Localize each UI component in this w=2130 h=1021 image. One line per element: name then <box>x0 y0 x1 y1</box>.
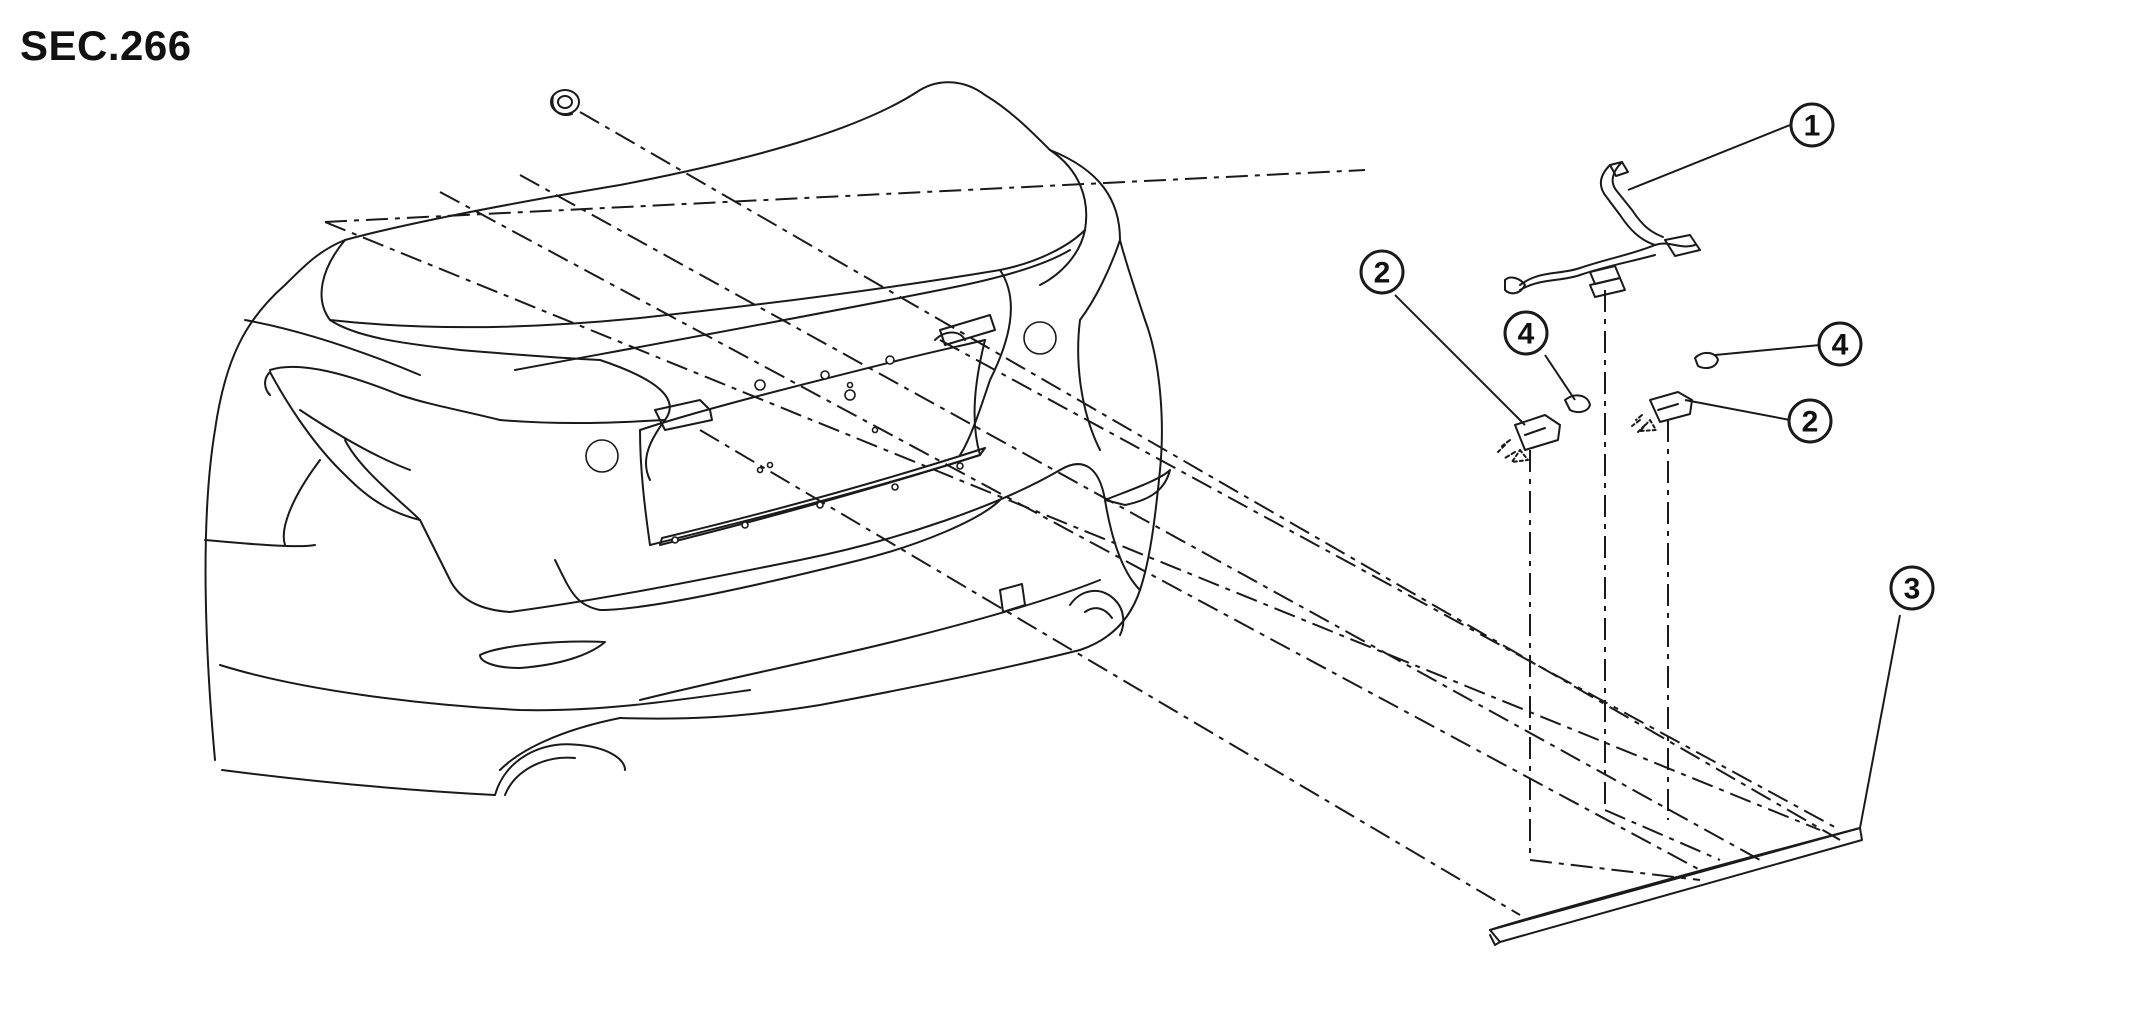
callout-2-right: 2 <box>1787 398 1833 444</box>
assembly-reference-lines <box>324 111 1841 916</box>
callout-4-left: 4 <box>1503 310 1549 356</box>
bulb-part-right <box>1694 352 1719 369</box>
callout-1-number: 1 <box>1804 110 1821 143</box>
callout-4-left-number: 4 <box>1518 318 1535 351</box>
callout-1: 1 <box>1789 102 1835 148</box>
callout-4-right-number: 4 <box>1832 329 1849 362</box>
finisher-part <box>1489 827 1863 946</box>
license-lamp-left <box>1497 414 1561 463</box>
harness-part <box>1504 161 1701 298</box>
callout-2-left: 2 <box>1359 249 1405 295</box>
section-label: SEC.266 <box>20 22 192 69</box>
callout-4-right: 4 <box>1817 321 1863 367</box>
bulb-part-left <box>1564 394 1591 414</box>
callout-3-number: 3 <box>1904 573 1921 606</box>
leader-lines <box>1394 124 1901 829</box>
callout-2-left-number: 2 <box>1374 257 1391 290</box>
callout-2-right-number: 2 <box>1802 406 1819 439</box>
grommet-clip-part <box>550 89 580 116</box>
vehicle-rear-body <box>204 81 1171 796</box>
license-lamp-right <box>1631 391 1693 433</box>
callout-3: 3 <box>1889 565 1935 611</box>
